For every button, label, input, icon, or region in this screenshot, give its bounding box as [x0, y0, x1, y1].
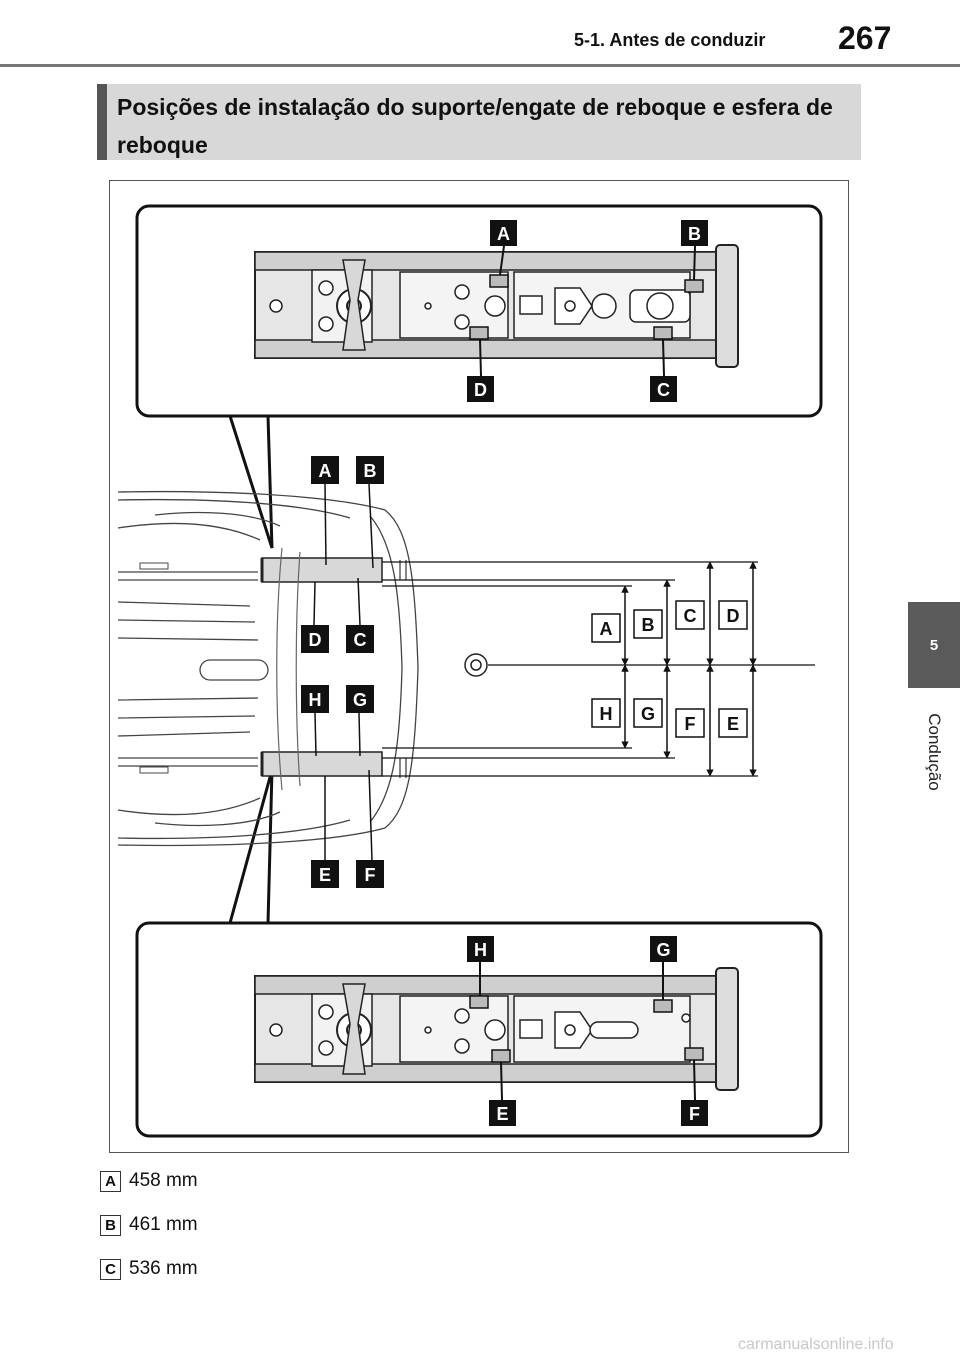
watermark[interactable]: carmanualsonline.info	[738, 1336, 894, 1353]
measurement-row-b: B 461 mm	[100, 1214, 198, 1236]
bottom-label-f: F	[681, 1100, 708, 1126]
dim-label-f-text: F	[685, 714, 696, 734]
dim-label-b: B	[633, 609, 663, 639]
vehicle-leader-lines	[313, 483, 374, 861]
vehicle-label-a: A	[311, 456, 339, 484]
dim-label-e: E	[718, 708, 748, 738]
dim-label-c-text: C	[684, 606, 697, 626]
bottom-label-h-text: H	[474, 940, 487, 960]
dim-label-g-text: G	[641, 704, 655, 724]
header-rule	[0, 64, 960, 67]
measurement-value-a: 458 mm	[129, 1170, 198, 1191]
bottom-label-e-text: E	[496, 1104, 508, 1124]
vehicle-label-e: E	[311, 860, 339, 888]
vehicle-outline	[117, 490, 419, 847]
vehicle-label-g-text: G	[353, 690, 367, 710]
section-heading: Posições de instalação do suporte/engate…	[97, 84, 861, 160]
vehicle-label-e-text: E	[319, 865, 331, 885]
vehicle-label-h-text: H	[309, 690, 322, 710]
top-label-b-text: B	[688, 224, 701, 244]
bottom-detail-callout	[135, 769, 823, 1138]
vehicle-label-f-text: F	[365, 865, 376, 885]
dim-label-b-text: B	[642, 615, 655, 635]
measurement-value-b: 461 mm	[129, 1214, 198, 1235]
measurement-row-c: C 536 mm	[100, 1258, 198, 1280]
bottom-label-g: G	[650, 936, 677, 962]
measurement-value-c: 536 mm	[129, 1258, 198, 1279]
dimension-labels: A B C D H G F E	[591, 600, 748, 738]
dim-label-c: C	[675, 600, 705, 630]
tow-ball-icon	[464, 653, 488, 677]
vehicle-label-g: G	[346, 685, 374, 713]
top-label-b: B	[681, 220, 708, 246]
top-detail-callout	[135, 204, 823, 549]
measurement-label-c: C	[100, 1258, 121, 1280]
top-label-a: A	[490, 220, 517, 246]
vehicle-label-b-text: B	[364, 461, 377, 481]
top-label-d-text: D	[474, 380, 487, 400]
dim-label-a-text: A	[600, 619, 613, 639]
vehicle-label-b: B	[356, 456, 384, 484]
page-number: 267	[838, 20, 892, 56]
vehicle-label-f: F	[356, 860, 384, 888]
dimension-arrows	[621, 561, 757, 777]
top-label-a-text: A	[497, 224, 510, 244]
top-label-d: D	[467, 376, 494, 402]
bottom-label-g-text: G	[656, 940, 670, 960]
dim-label-h: H	[591, 698, 621, 728]
bottom-label-h: H	[467, 936, 494, 962]
top-label-c-text: C	[657, 380, 670, 400]
dim-label-d: D	[718, 600, 748, 630]
vehicle-label-d: D	[301, 625, 329, 653]
dim-label-a: A	[591, 613, 621, 643]
dim-label-f: F	[675, 708, 705, 738]
measurement-label-a: A	[100, 1170, 121, 1192]
dimension-extension-lines	[382, 561, 815, 777]
vehicle-label-c-text: C	[354, 630, 367, 650]
dim-label-e-text: E	[727, 714, 739, 734]
dim-label-d-text: D	[727, 606, 740, 626]
dim-label-g: G	[633, 698, 663, 728]
chapter-number: 5	[929, 636, 939, 654]
header-section-title: 5-1. Antes de conduzir	[574, 30, 766, 50]
dim-label-h-text: H	[600, 704, 613, 724]
measurement-row-a: A 458 mm	[100, 1170, 198, 1192]
vehicle-label-a-text: A	[319, 461, 332, 481]
vehicle-label-h: H	[301, 685, 329, 713]
bottom-label-f-text: F	[689, 1104, 700, 1124]
vehicle-label-c: C	[346, 625, 374, 653]
top-label-c: C	[650, 376, 677, 402]
chapter-tab[interactable]: 5	[908, 602, 960, 688]
hitch-beams	[260, 547, 383, 791]
vehicle-label-d-text: D	[309, 630, 322, 650]
measurement-label-b: B	[100, 1214, 121, 1236]
bottom-label-e: E	[489, 1100, 516, 1126]
filled-labels: A B D C A B D C	[301, 220, 708, 1126]
